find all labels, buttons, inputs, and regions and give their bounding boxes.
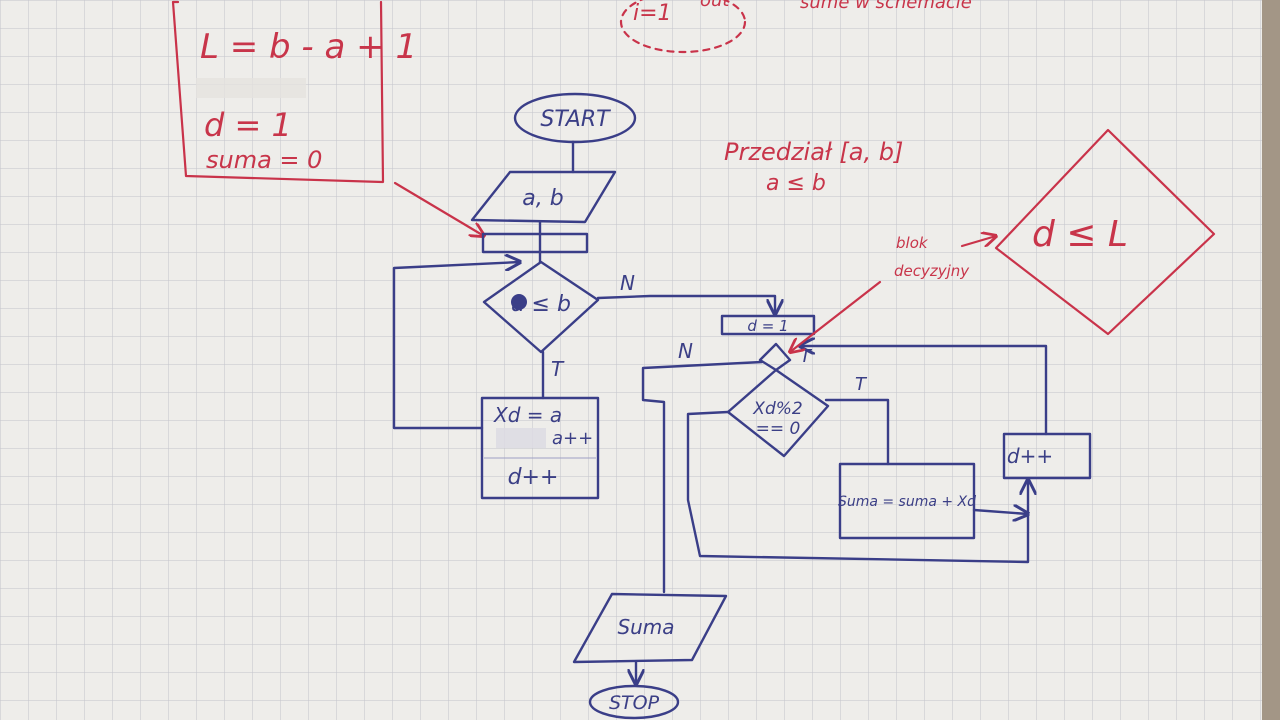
top-fragments: i=1 out sume w schemacie bbox=[619, 0, 972, 54]
sum-process-box bbox=[838, 462, 976, 540]
loop-d-increment: d++ bbox=[508, 465, 559, 490]
assign-d-box bbox=[720, 314, 816, 336]
top-fragment-i: i=1 bbox=[633, 1, 672, 26]
connector-mod-yes bbox=[824, 398, 890, 466]
input-parallelogram bbox=[470, 170, 617, 224]
note-suma-init: suma = 0 bbox=[206, 146, 322, 174]
decision-note-arrow bbox=[960, 236, 996, 246]
inner-no-label: N bbox=[678, 339, 693, 363]
input-label: a, b bbox=[522, 186, 563, 211]
erased-smudge bbox=[196, 78, 306, 98]
paper-edge bbox=[1262, 0, 1280, 720]
connector-mod-no bbox=[686, 410, 1028, 564]
loop-back-line bbox=[392, 262, 520, 430]
main-decision bbox=[482, 260, 600, 354]
decision-note-line1: blok bbox=[896, 234, 929, 252]
range-note-line1: Przedział [a, b] bbox=[724, 138, 903, 166]
note-box-border bbox=[171, 0, 385, 184]
pointer-to-junction bbox=[790, 280, 882, 352]
loop-a-increment: a++ bbox=[552, 428, 593, 449]
example-decision-diamond bbox=[994, 128, 1216, 336]
connector-exit-line bbox=[641, 360, 764, 594]
stop-label: STOP bbox=[609, 692, 660, 714]
example-decision-label: d ≤ L bbox=[1032, 214, 1128, 255]
note-length-formula: L = b - a + 1 bbox=[200, 27, 417, 67]
flowchart-main: START a, b a ≤ b N T Xd = a a++ d++ bbox=[392, 92, 775, 500]
loop-xd-assign: Xd = a bbox=[493, 403, 562, 427]
main-no-label: N bbox=[620, 271, 635, 295]
note-d-init: d = 1 bbox=[204, 106, 292, 144]
top-fragment-sume: sume w schemacie bbox=[800, 0, 972, 13]
main-decision-label: a ≤ b bbox=[511, 292, 571, 317]
decision-note-line2: decyzyjny bbox=[894, 262, 970, 280]
inner-yes-label-b: T bbox=[855, 374, 868, 395]
stop-terminal bbox=[588, 684, 680, 720]
mod-decision bbox=[726, 368, 830, 458]
mod-decision-line2: == 0 bbox=[756, 419, 801, 439]
output-label: Suma bbox=[617, 615, 674, 639]
init-process-strip bbox=[481, 232, 589, 254]
assign-d-label: d = 1 bbox=[747, 317, 788, 335]
start-terminal bbox=[513, 92, 637, 144]
loop-process-box bbox=[480, 396, 600, 500]
flowchart-inner: d = 1 N Xd%2 == 0 T T Suma = suma + Xd d… bbox=[572, 314, 1092, 720]
dashed-ellipse bbox=[619, 0, 747, 54]
main-yes-label: T bbox=[551, 357, 565, 381]
output-parallelogram bbox=[572, 592, 728, 664]
note-pointer-arrow bbox=[393, 181, 484, 236]
mod-decision-line1: Xd%2 bbox=[752, 399, 802, 419]
note-box: L = b - a + 1 d = 1 suma = 0 bbox=[171, 0, 484, 236]
annotations-red: Przedział [a, b] a ≤ b blok decyzyjny d … bbox=[724, 128, 1216, 352]
connector-sum-to-inc bbox=[972, 510, 1028, 514]
connector-inc-back bbox=[800, 346, 1048, 436]
range-note-line2: a ≤ b bbox=[766, 171, 826, 196]
connector-no-branch bbox=[596, 294, 775, 314]
erased-smudge-2 bbox=[496, 428, 546, 448]
start-label: START bbox=[540, 107, 611, 132]
ink-blot bbox=[511, 294, 527, 310]
top-fragment-out: out bbox=[700, 0, 730, 11]
junction-node bbox=[758, 342, 792, 372]
inc-d-label: d++ bbox=[1007, 444, 1053, 468]
sum-process-label: Suma = suma + Xd bbox=[838, 494, 976, 510]
